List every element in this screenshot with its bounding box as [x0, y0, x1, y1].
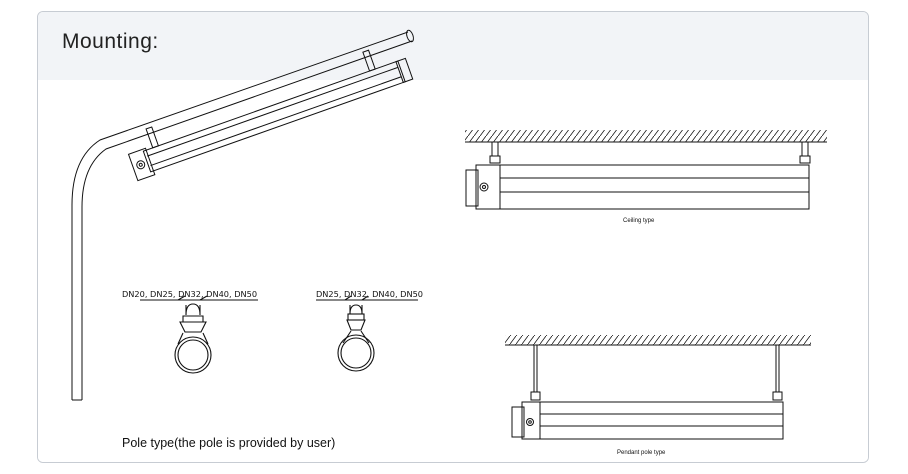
pole-luminaire [127, 49, 414, 182]
mounting-figure-frame: Mounting: [37, 11, 869, 463]
header-band [38, 12, 868, 80]
clamp-large-label: DN20, DN25, DN32, DN40, DN50 [122, 289, 257, 299]
clamp-large-drawing [140, 295, 258, 374]
pole-mount-illustration [71, 29, 414, 401]
ceiling-mount-illustration [465, 130, 827, 210]
clamp-small-label: DN25, DN32, DN40, DN50 [316, 289, 423, 299]
pendant-type-caption: Pendant pole type [617, 450, 666, 456]
clamp-small-drawing [316, 295, 418, 372]
pendant-mount-illustration [505, 335, 811, 440]
pendant-ceiling-hatch [505, 335, 811, 345]
page-title: Mounting: [62, 30, 159, 53]
drawing-panel [38, 80, 868, 462]
pole-type-caption: Pole type(the pole is provided by user) [122, 436, 335, 450]
curved-pole [71, 31, 409, 400]
ceiling-hatch [465, 130, 827, 142]
ceiling-type-caption: Ceiling type [623, 218, 655, 224]
